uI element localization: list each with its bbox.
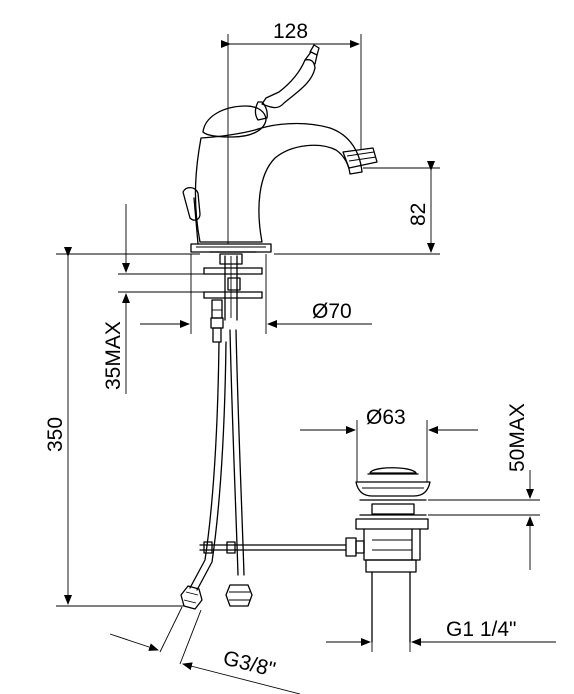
dim-50max-label: 50MAX [506,403,529,472]
popup-lever [182,186,201,221]
hose-nut-right [225,584,253,607]
handle-knob [261,59,316,109]
dim-35max-label: 35MAX [102,321,125,390]
dim-128-label: 128 [273,20,308,43]
dim-82-label: 82 [407,203,430,226]
aerator [342,147,378,169]
dim-63-label: Ø63 [366,406,406,429]
dim-g38-label: G3/8" [221,647,278,682]
mounting-assembly [203,251,263,343]
hose-nut-left [180,585,203,610]
drain-flange [355,481,431,497]
dim-350-label: 350 [44,417,67,452]
dim-g114-label: G1 1/4" [446,618,517,641]
hose-left [189,341,220,589]
drain-assembly [345,467,431,643]
drain-cap [369,467,417,474]
dim-70-label: Ø70 [312,300,352,323]
lever-dome [202,105,267,138]
faucet-body [182,44,378,253]
dimension-lines [56,34,556,694]
base-flange [190,243,272,253]
flexible-hoses [180,329,347,610]
spout [194,122,363,243]
